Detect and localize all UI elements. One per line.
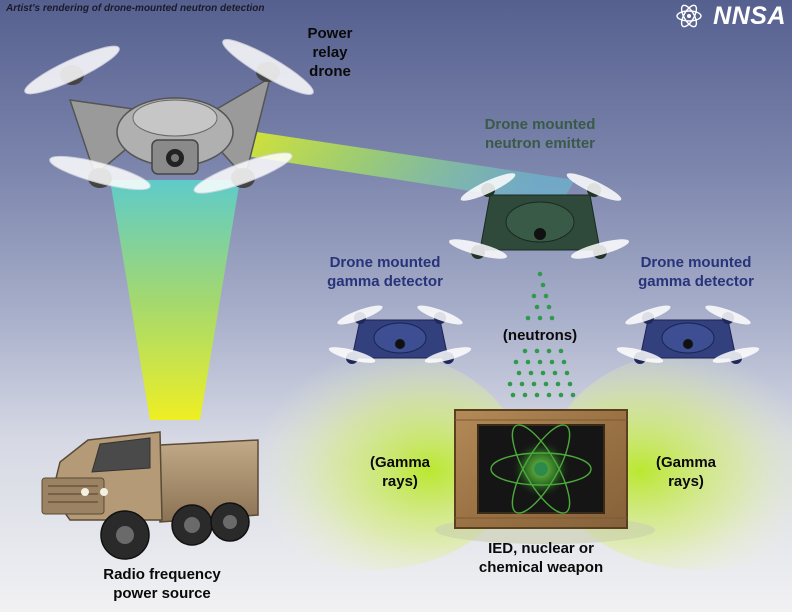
neutron-dot [522,392,528,398]
label-line: (Gamma [655,454,717,471]
label-gamma-rays-left: (Gamma rays) [360,453,440,491]
rf-beam-down [110,180,240,420]
neutron-dot [540,370,546,376]
label-line: Drone mounted [640,254,752,271]
crate-icon [454,409,628,529]
label-line: relay [312,44,348,61]
neutron-dot [534,304,540,310]
neutron-dot [534,348,540,354]
label-line: chemical weapon [478,559,604,576]
neutron-dot [519,381,525,387]
label-line: drone [309,63,351,80]
label-line: rays) [668,473,704,490]
neutron-dot [570,392,576,398]
nnsa-logo-icon: NNSA [674,2,786,30]
neutron-dot [558,348,564,354]
neutron-dot [564,370,570,376]
neutron-dot [525,315,531,321]
emitter-drone-icon [448,173,630,259]
neutron-dot [537,271,543,277]
label-line: gamma detector [327,273,443,290]
neutron-dot [567,381,573,387]
label-line: gamma detector [638,273,754,290]
label-neutrons: (neutrons) [488,326,592,345]
label-line: IED, nuclear or [488,540,594,557]
neutron-dot [516,370,522,376]
neutron-dot [549,359,555,365]
label-line: neutron emitter [484,135,595,152]
label-gamma-detector-left: Drone mounted gamma detector [312,253,458,291]
neutron-dot [510,392,516,398]
label-line: Power [307,25,353,42]
neutron-dot [540,282,546,288]
neutron-dot [534,392,540,398]
neutron-dot [507,381,513,387]
atom-logo-icon [676,4,702,28]
neutron-dot [555,381,561,387]
relay-drone-icon [24,39,314,194]
label-line: (neutrons) [502,327,578,344]
label-line: (Gamma [369,454,431,471]
gamma-glow-left [220,350,520,570]
label-line: rays) [382,473,418,490]
neutron-dot [528,370,534,376]
label-gamma-rays-right: (Gamma rays) [646,453,726,491]
detector-drone-icon [328,305,472,364]
neutron-dot [543,381,549,387]
logo-text: NNSA [713,2,786,30]
neutron-dot [513,359,519,365]
neutron-dot [546,392,552,398]
label-rf-source: Radio frequency power source [86,565,238,603]
label-line: Radio frequency [103,566,221,583]
label-power-relay-drone: Power relay drone [295,24,365,81]
neutron-dot [549,315,555,321]
neutron-dot [537,315,543,321]
neutron-dot [525,359,531,365]
neutron-dot [546,304,552,310]
label-line: Drone mounted [329,254,441,271]
neutron-dot [561,359,567,365]
neutron-dot [546,348,552,354]
neutron-particles [507,271,576,398]
image-caption: Artist's rendering of drone-mounted neut… [6,3,265,14]
neutron-dot [531,381,537,387]
label-target: IED, nuclear or chemical weapon [460,539,622,577]
neutron-dot [558,392,564,398]
truck-icon [41,431,259,560]
neutron-dot [543,293,549,299]
label-line: power source [113,585,211,602]
neutron-dot [552,370,558,376]
label-line: Drone mounted [484,116,596,133]
label-neutron-emitter-drone: Drone mounted neutron emitter [458,115,622,153]
neutron-dot [522,348,528,354]
neutron-dot [531,293,537,299]
detector-drone-icon [616,305,760,364]
label-gamma-detector-right: Drone mounted gamma detector [622,253,770,291]
neutron-dot [537,359,543,365]
atom-icon [490,424,592,514]
